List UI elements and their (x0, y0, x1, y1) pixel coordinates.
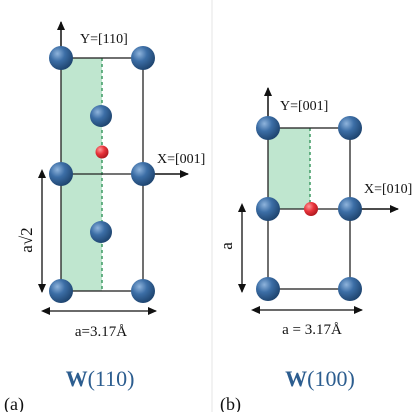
atom (256, 116, 280, 140)
interstitial-atom (304, 202, 318, 216)
right-plane-fill (268, 128, 310, 209)
right-caption: W(100) (285, 366, 355, 391)
right-y-axis-label: Y=[001] (280, 99, 328, 114)
right-panel-letter: (b) (220, 394, 241, 412)
atom (131, 279, 155, 303)
atom (131, 46, 155, 70)
right-caption-element: W (285, 366, 307, 391)
atom (90, 105, 112, 127)
left-caption-element: W (66, 366, 88, 391)
left-y-axis-label: Y=[110] (80, 32, 128, 47)
atom (49, 279, 73, 303)
left-horizontal-dimension-label: a=3.17Å (75, 324, 127, 340)
right-panel: Y=[001] X=[010] a a = 3.17Å W(100) (b) (217, 87, 412, 412)
right-x-axis-label: X=[010] (364, 182, 412, 197)
interstitial-atom (95, 145, 109, 159)
left-caption-plane: (110) (88, 366, 135, 391)
atom (256, 197, 280, 221)
left-panel: Y=[110] X=[001] a√2 a=3.17Å W(110) (a) (4, 21, 205, 412)
atom (131, 162, 155, 186)
left-caption: W(110) (66, 366, 135, 391)
right-vertical-dimension-label: a (217, 242, 236, 250)
atom (90, 221, 112, 243)
left-x-axis-label: X=[001] (157, 152, 205, 167)
right-caption-plane: (100) (307, 366, 355, 391)
left-vertical-dimension-label: a√2 (17, 227, 36, 252)
atom (338, 197, 362, 221)
atom (49, 162, 73, 186)
atom (338, 277, 362, 301)
atom (256, 277, 280, 301)
right-horizontal-dimension-label: a = 3.17Å (282, 322, 342, 338)
atom (49, 46, 73, 70)
left-panel-letter: (a) (4, 394, 24, 412)
atom (338, 116, 362, 140)
